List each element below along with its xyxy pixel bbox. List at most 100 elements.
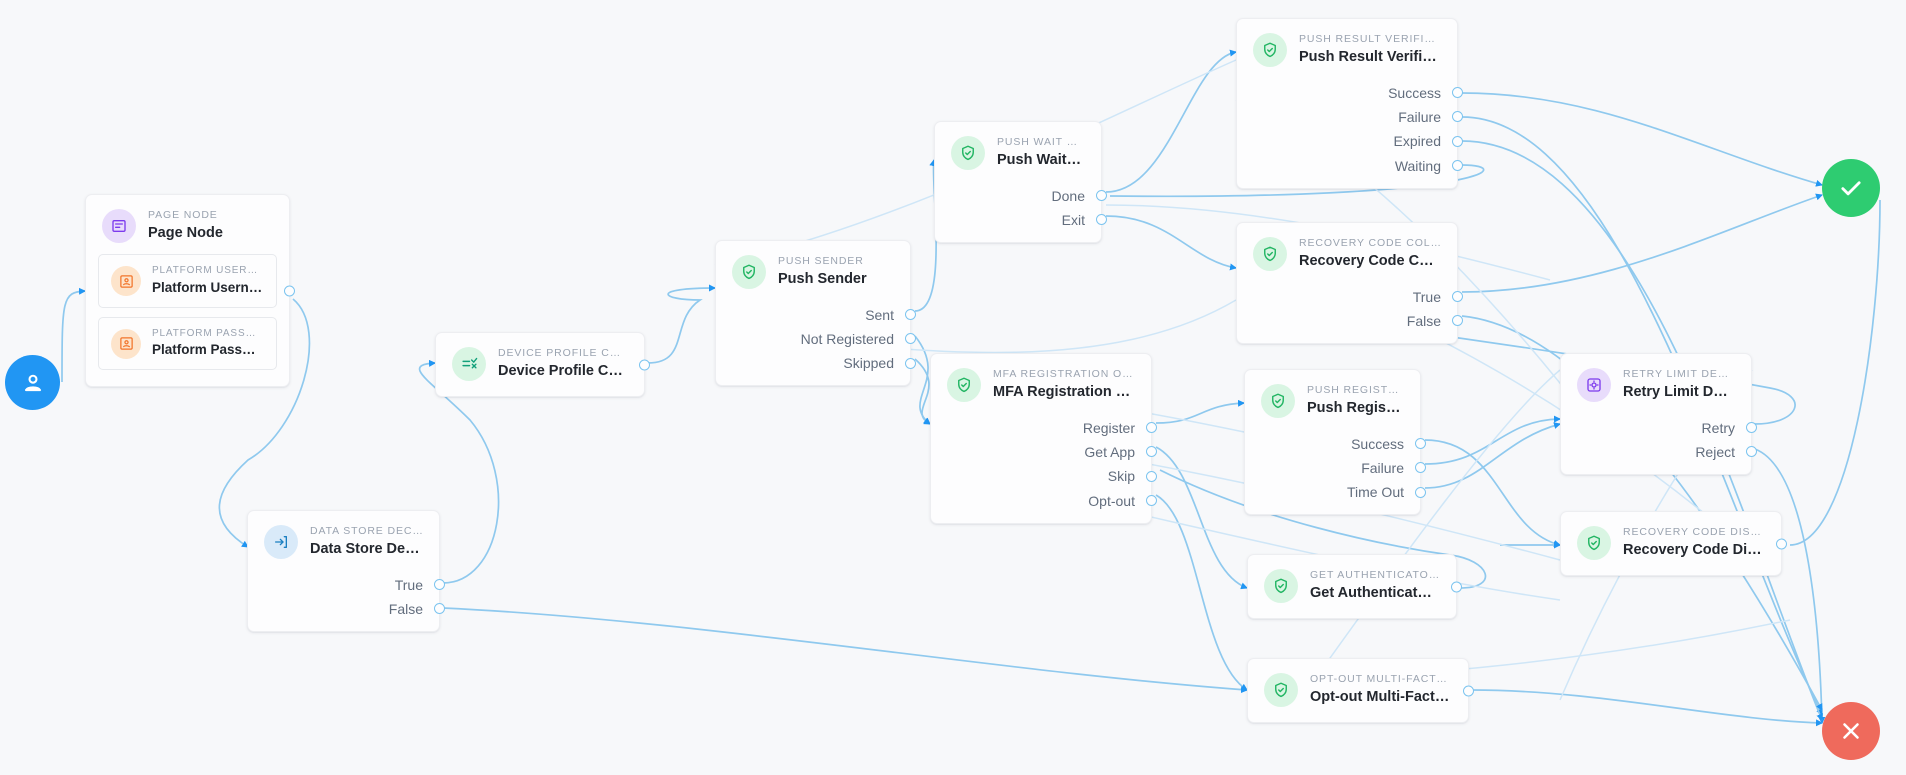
node-title-group: PUSH WAIT NODEPush Wait Node [997, 135, 1085, 170]
node-title-group: OPT-OUT MULTI-FACTOR AUT...Opt-out Multi… [1310, 672, 1452, 707]
port-connector-dot[interactable] [904, 309, 916, 321]
port-connector-dot[interactable] [1775, 538, 1787, 550]
subfield-platform-username[interactable]: PLATFORM USERNAME Platform Username [98, 254, 277, 308]
output-port-get-app[interactable]: Get App [931, 440, 1157, 464]
node-name-label: Push Registration [1307, 400, 1404, 417]
output-port-true[interactable]: True [248, 572, 445, 596]
output-port-done[interactable]: Done [935, 183, 1107, 207]
output-port-success[interactable]: Success [1245, 431, 1426, 455]
output-port-failure[interactable]: Failure [1245, 456, 1426, 480]
shield-check-icon [1261, 383, 1295, 418]
shield-check-icon [951, 135, 985, 170]
output-port-time-out[interactable]: Time Out [1245, 480, 1426, 504]
port-connector-dot[interactable] [1451, 135, 1463, 147]
port-connector-dot[interactable] [1450, 581, 1462, 593]
output-port-true[interactable]: True [1237, 284, 1463, 308]
port-connector-dot[interactable] [433, 579, 445, 591]
output-port-waiting[interactable]: Waiting [1237, 153, 1463, 177]
subfield-type-label: PLATFORM USERNAME [152, 265, 264, 277]
port-connector-dot[interactable] [1414, 438, 1426, 450]
failure-node[interactable] [1822, 702, 1880, 760]
port-connector-dot[interactable] [433, 603, 445, 615]
port-connector-dot[interactable] [904, 357, 916, 369]
port-connector-dot[interactable] [1414, 462, 1426, 474]
node-title-group: PUSH REGISTRATIONPush Registration [1307, 383, 1404, 418]
output-port-label: Exit [1061, 211, 1085, 228]
node-mfa-registration-options[interactable]: MFA REGISTRATION OPTIONSMFA Registration… [930, 353, 1157, 524]
output-port-skip[interactable]: Skip [931, 464, 1157, 488]
port-connector-dot[interactable] [1451, 87, 1463, 99]
node-type-label: OPT-OUT MULTI-FACTOR AUT... [1310, 673, 1452, 685]
node-push-wait-node[interactable]: PUSH WAIT NODEPush Wait NodeDoneExit [934, 121, 1107, 244]
port-connector-dot[interactable] [904, 333, 916, 345]
node-opt-out-multi-factor-auth[interactable]: OPT-OUT MULTI-FACTOR AUT...Opt-out Multi… [1247, 658, 1474, 724]
output-port-success[interactable]: Success [1237, 80, 1463, 104]
node-recovery-code-collector[interactable]: RECOVERY CODE COLLECTOR ...Recovery Code… [1236, 222, 1463, 345]
node-type-label: DATA STORE DECISION [310, 525, 423, 537]
node-push-result-verifier-node[interactable]: PUSH RESULT VERIFIER NODEPush Result Ver… [1236, 18, 1463, 189]
node-push-registration[interactable]: PUSH REGISTRATIONPush RegistrationSucces… [1244, 369, 1426, 516]
output-port-sent[interactable]: Sent [716, 302, 916, 326]
port-connector-dot[interactable] [1451, 315, 1463, 327]
port-connector-dot[interactable] [1095, 214, 1107, 226]
output-port-label: False [388, 600, 423, 617]
port-connector-dot[interactable] [1745, 422, 1757, 434]
node-title-group: DEVICE PROFILE COLLECTORDevice Profile C… [498, 346, 628, 381]
node-data-store-decision[interactable]: DATA STORE DECISIONData Store DecisionTr… [247, 510, 445, 633]
port-connector-dot[interactable] [1145, 422, 1157, 434]
success-node[interactable] [1822, 159, 1880, 217]
port-connector-dot[interactable] [1095, 190, 1107, 202]
output-port-reject[interactable]: Reject [1561, 440, 1757, 464]
node-get-authenticator-app[interactable]: GET AUTHENTICATOR APPGet Authenticator A… [1247, 554, 1462, 620]
shield-check-icon [1253, 32, 1287, 67]
port-connector-dot[interactable] [638, 359, 650, 371]
node-name-label: Push Wait Node [997, 152, 1085, 169]
device-profile-icon [452, 346, 486, 381]
port-connector-dot[interactable] [283, 285, 295, 297]
output-port-label: Skip [1107, 468, 1135, 485]
port-connector-dot[interactable] [1451, 291, 1463, 303]
node-name-label: Recovery Code Display ... [1623, 542, 1765, 559]
output-port-opt-out[interactable]: Opt-out [931, 488, 1157, 512]
output-port-register[interactable]: Register [931, 415, 1157, 439]
shield-check-icon [1253, 236, 1287, 271]
output-port-skipped[interactable]: Skipped [716, 351, 916, 375]
node-header: PUSH REGISTRATIONPush Registration [1245, 370, 1420, 429]
port-connector-dot[interactable] [1145, 446, 1157, 458]
user-field-icon [111, 328, 141, 359]
subfield-name-label: Platform Username [152, 279, 264, 295]
subfield-type-label: PLATFORM PASSWORD [152, 327, 264, 339]
port-connector-dot[interactable] [1745, 446, 1757, 458]
output-port-label: Opt-out [1088, 492, 1135, 509]
shield-check-icon [1577, 525, 1611, 560]
login-arrow-icon [264, 524, 298, 559]
output-port-exit[interactable]: Exit [935, 208, 1107, 232]
output-port-expired[interactable]: Expired [1237, 129, 1463, 153]
output-port-failure[interactable]: Failure [1237, 105, 1463, 129]
node-device-profile-collector[interactable]: DEVICE PROFILE COLLECTORDevice Profile C… [435, 332, 650, 398]
output-port-false[interactable]: False [1237, 309, 1463, 333]
check-icon [1837, 174, 1865, 202]
port-connector-dot[interactable] [1462, 685, 1474, 697]
port-connector-dot[interactable] [1145, 495, 1157, 506]
start-node[interactable] [5, 355, 60, 410]
port-connector-dot[interactable] [1451, 160, 1463, 171]
port-connector-dot[interactable] [1451, 111, 1463, 123]
subfield-platform-password[interactable]: PLATFORM PASSWORDPlatform Password [98, 316, 277, 371]
port-connector-dot[interactable] [1414, 486, 1426, 498]
output-port-label: Failure [1361, 459, 1404, 476]
output-port-not-registered[interactable]: Not Registered [716, 327, 916, 351]
node-recovery-code-display-node[interactable]: RECOVERY CODE DISPLAY NO...Recovery Code… [1560, 511, 1787, 577]
port-connector-dot[interactable] [1145, 470, 1157, 482]
node-retry-limit-decision[interactable]: RETRY LIMIT DECISIONRetry Limit Decision… [1560, 353, 1757, 476]
output-port-retry[interactable]: Retry [1561, 415, 1757, 439]
output-port-false[interactable]: False [248, 597, 445, 621]
